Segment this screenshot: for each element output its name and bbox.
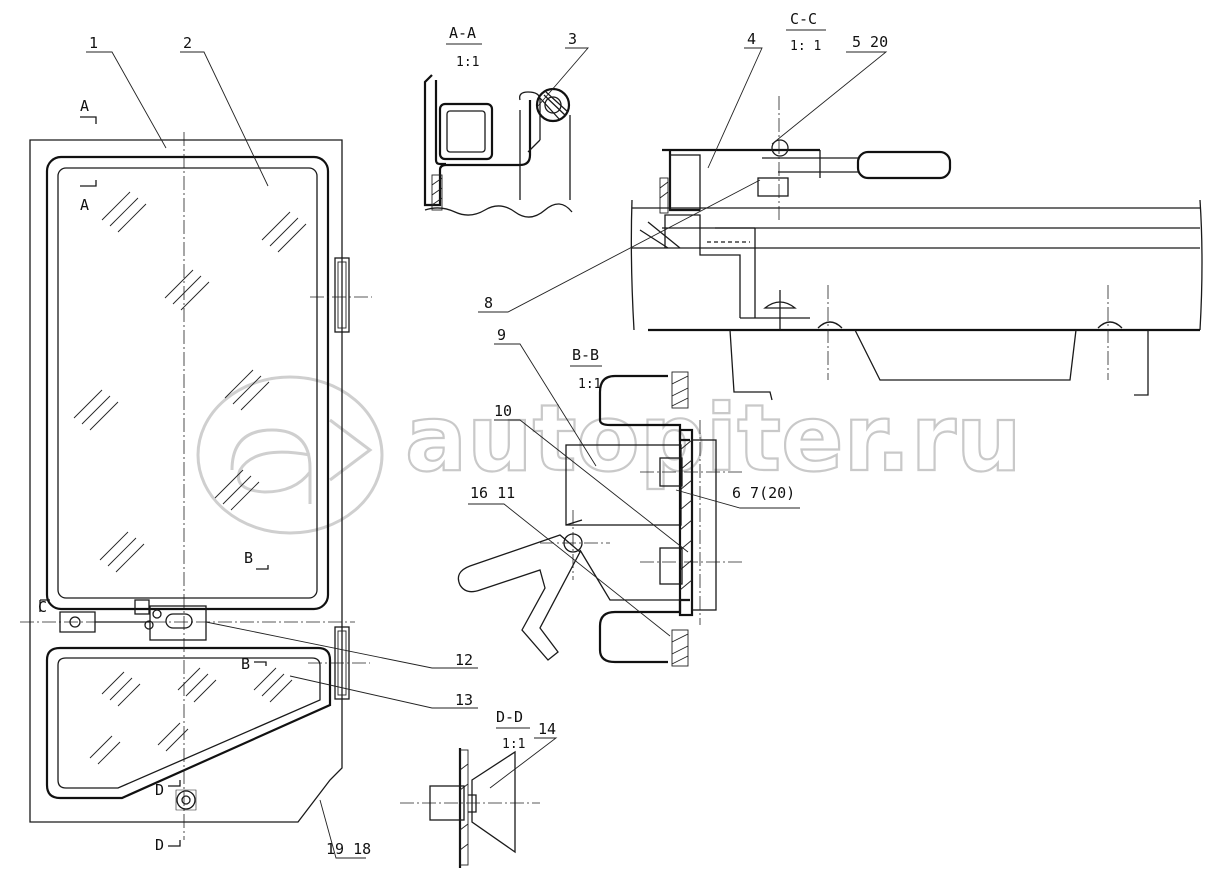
callout-13: 13 <box>455 691 473 709</box>
section-mark-c-left: C <box>38 598 47 616</box>
section-dd-title: D-D <box>496 708 523 726</box>
callout-6-7-20: 6 7(20) <box>732 484 795 502</box>
callout-8: 8 <box>484 294 493 312</box>
section-cc-scale: 1: 1 <box>790 39 821 54</box>
callout-10: 10 <box>494 402 512 420</box>
section-mark-d-lower: D <box>155 836 164 854</box>
lock-lever <box>457 534 581 661</box>
section-c-c <box>630 29 1203 401</box>
callout-19-18: 19 18 <box>326 840 371 858</box>
lower-window-frame <box>45 646 332 800</box>
section-mark-b-upper: B <box>244 549 253 567</box>
section-b-b <box>457 365 742 667</box>
section-mark-d-upper: D <box>155 781 164 799</box>
callout-3: 3 <box>568 30 577 48</box>
callout-5-20: 5 20 <box>852 33 888 51</box>
section-mark-a-top: A <box>80 97 89 115</box>
section-mark-a-bottom: A <box>80 196 89 214</box>
callout-12: 12 <box>455 651 473 669</box>
section-dd-scale: 1:1 <box>502 737 525 752</box>
handle-grip <box>856 150 952 180</box>
watermark-text: autopiter.ru <box>405 385 1022 492</box>
door-stop <box>176 790 196 810</box>
upper-window-glass <box>57 167 318 599</box>
door-outer-frame <box>29 139 343 823</box>
callout-2: 2 <box>183 34 192 52</box>
section-aa-title: A-A <box>449 24 476 42</box>
section-bb-title: B-B <box>572 346 599 364</box>
leader-lines <box>86 47 888 859</box>
glass-reflection-marks <box>73 191 307 765</box>
callout-1: 1 <box>89 34 98 52</box>
upper-window-frame <box>45 155 330 611</box>
section-cc-title: C-C <box>790 10 817 28</box>
door-stop-rubber <box>471 750 516 854</box>
watermark: autopiter.ru <box>196 375 1023 535</box>
callout-16-11: 16 11 <box>470 484 515 502</box>
watermark-logo-icon <box>196 375 384 535</box>
section-mark-b-lower: B <box>241 655 250 673</box>
callout-9: 9 <box>497 326 506 344</box>
lock-mechanism <box>39 599 207 641</box>
callout-14: 14 <box>538 720 556 738</box>
section-a-a <box>423 43 573 218</box>
callout-4: 4 <box>747 30 756 48</box>
section-bb-scale: 1:1 <box>578 377 601 392</box>
door-front-view <box>20 116 372 847</box>
section-aa-scale: 1:1 <box>456 55 479 70</box>
seal-tube-profile <box>438 102 494 161</box>
upper-hinge <box>334 257 350 333</box>
section-d-d <box>400 727 540 868</box>
rubber-seal <box>535 87 571 123</box>
handle-bolt-head <box>771 139 789 157</box>
lower-window-glass <box>57 657 321 789</box>
